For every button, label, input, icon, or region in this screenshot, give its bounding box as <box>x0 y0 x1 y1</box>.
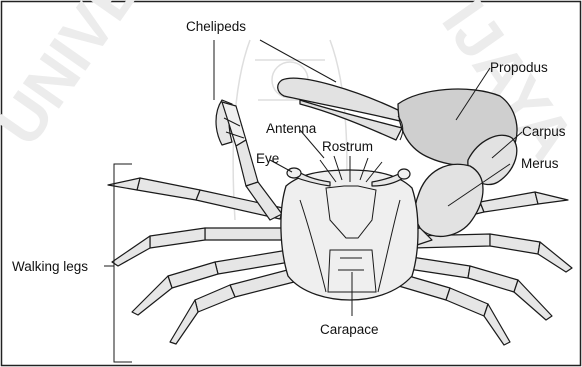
label-eye: Eye <box>256 151 279 166</box>
label-merus: Merus <box>521 156 559 171</box>
label-carapace: Carapace <box>320 322 379 337</box>
label-propodus: Propodus <box>490 60 548 75</box>
label-walking-legs: Walking legs <box>12 259 88 274</box>
watermark-left: UNIVE <box>0 0 154 158</box>
carapace-body <box>281 170 418 300</box>
label-carpus: Carpus <box>522 124 566 139</box>
label-chelipeds: Chelipeds <box>186 19 246 34</box>
label-rostrum: Rostrum <box>322 139 373 154</box>
label-antenna: Antenna <box>266 121 317 136</box>
